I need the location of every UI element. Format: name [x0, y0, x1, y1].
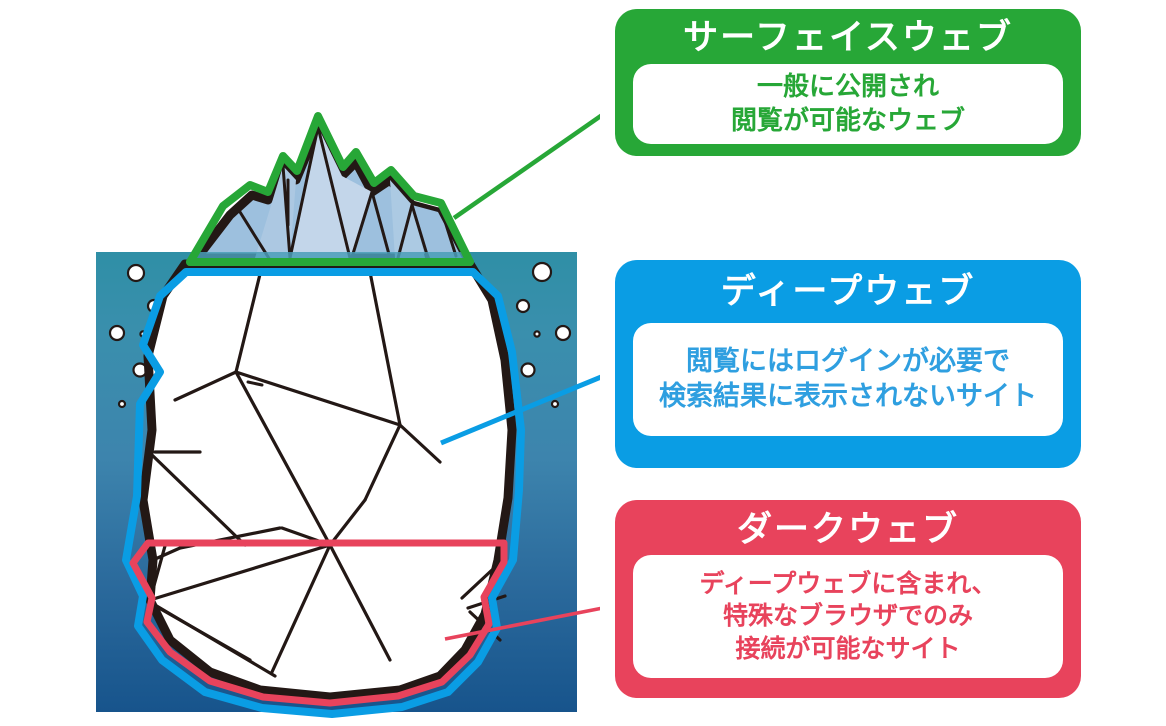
water-bubbles: [108, 261, 572, 409]
deep-web-leader: [440, 374, 600, 446]
panel-deep-web-line-2: 検索結果に表示されないサイト: [659, 381, 1037, 412]
panel-surface-web-line-2: 閲覧が可能なウェブ: [730, 104, 965, 135]
panel-surface-web[interactable]: サーフェイスウェブ 一般に公開され 閲覧が可能なウェブ: [615, 9, 1081, 156]
dark-web-leader: [444, 606, 600, 641]
panel-surface-web-title: サーフェイスウェブ: [683, 18, 1013, 57]
iceberg-submerged-body: [138, 259, 517, 702]
panel-deep-web[interactable]: ディープウェブ 閲覧にはログインが必要で 検索結果に表示されないサイト: [615, 260, 1081, 468]
panel-surface-web-body: 一般に公開され 閲覧が可能なウェブ: [633, 63, 1063, 144]
panel-dark-web-line-1: ディープウェブに含まれ、: [699, 569, 997, 598]
panel-deep-web-body: 閲覧にはログインが必要で 検索結果に表示されないサイト: [633, 322, 1063, 436]
iceberg-tip-above-water: [192, 122, 467, 263]
panel-dark-web-body: ディープウェブに含まれ、 特殊なブラウザでのみ 接続が可能なサイト: [633, 554, 1063, 678]
panel-dark-web-line-2: 特殊なブラウザでのみ: [722, 602, 973, 630]
panel-dark-web-line-3: 接続が可能なサイト: [735, 634, 961, 663]
panel-dark-web-title: ダークウェブ: [736, 510, 959, 549]
surface-web-bracket: [186, 112, 474, 266]
panel-dark-web[interactable]: ダークウェブ ディープウェブに含まれ、 特殊なブラウザでのみ 接続が可能なサイト: [615, 500, 1081, 698]
panel-deep-web-title: ディープウェブ: [720, 272, 976, 311]
deep-web-bracket: [122, 268, 525, 718]
panel-deep-web-line-1: 閲覧にはログインが必要で: [686, 346, 1010, 377]
dark-web-bracket: [129, 539, 508, 707]
panel-surface-web-line-1: 一般に公開され: [756, 71, 939, 102]
surface-web-leader: [452, 113, 600, 220]
iceberg-illustration: [96, 112, 600, 718]
